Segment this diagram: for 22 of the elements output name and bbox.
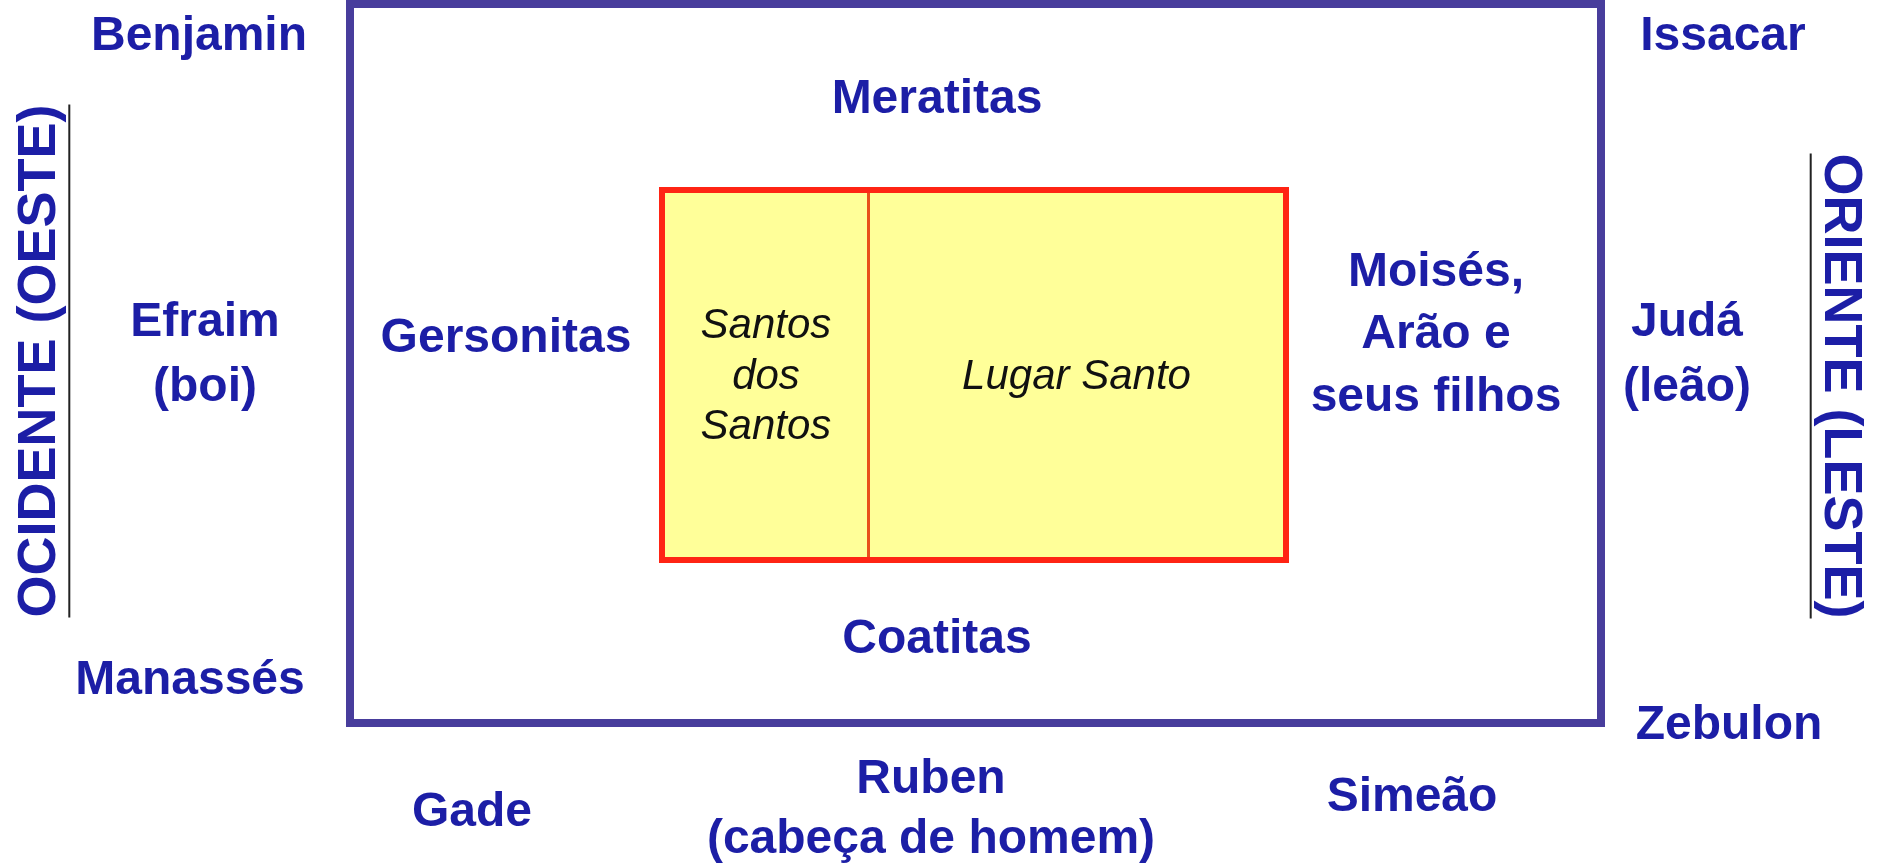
tribe-name: (boi) xyxy=(153,356,257,413)
tribe-name: (cabeça de homem) xyxy=(706,808,1156,865)
tribe-name: Zebulon xyxy=(1635,694,1823,751)
court-box xyxy=(346,0,1605,727)
tribe-name: Efraim xyxy=(130,291,280,348)
tribe-name: Simeão xyxy=(1326,766,1498,823)
direction-label: OCIDENTE (OESTE) xyxy=(7,104,71,618)
tribe-name: Judá xyxy=(1631,291,1743,348)
group-name: Moisés, Arão e seus filhos xyxy=(1309,242,1563,424)
tribe-name: Ruben xyxy=(856,748,1006,805)
tribe-name: Issacar xyxy=(1640,5,1806,62)
group-name: Coatitas xyxy=(842,608,1032,665)
sanctuary-box xyxy=(659,187,1289,563)
direction-label: ORIENTE (LESTE) xyxy=(1809,153,1873,619)
tribe-name: Benjamin xyxy=(91,5,307,62)
group-name: Meratitas xyxy=(831,68,1043,125)
tribe-name: Gade xyxy=(412,781,532,838)
tribe-name: Manassés xyxy=(75,649,305,706)
room-name: Lugar Santo xyxy=(961,349,1192,400)
tribe-name: (leão) xyxy=(1623,356,1751,413)
room-name: Santos dos Santos xyxy=(699,299,833,451)
group-name: Gersonitas xyxy=(380,307,632,364)
